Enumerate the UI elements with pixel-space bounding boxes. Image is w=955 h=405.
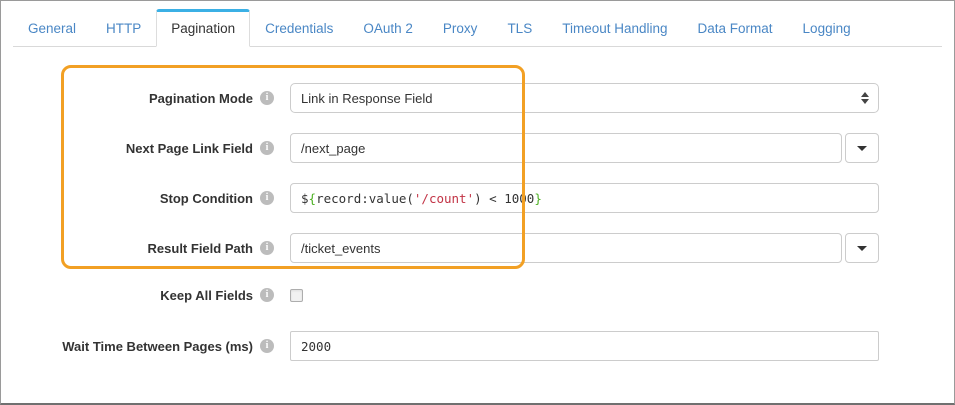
select-spinner-icon [861, 92, 869, 104]
result-field-path-label: Result Field Path [147, 240, 253, 256]
info-icon[interactable]: i [260, 141, 274, 155]
tab-logging[interactable]: Logging [802, 21, 851, 36]
info-icon[interactable]: i [260, 288, 274, 302]
caret-down-icon [857, 145, 867, 151]
next-page-link-field-dropdown-button[interactable] [845, 133, 879, 163]
tab-pagination[interactable]: Pagination [156, 9, 251, 47]
info-icon[interactable]: i [260, 241, 274, 255]
next-page-link-field-row: Next Page Link Field i [21, 133, 879, 163]
info-icon[interactable]: i [260, 91, 274, 105]
info-icon[interactable]: i [260, 339, 274, 353]
pagination-mode-label: Pagination Mode [149, 90, 253, 106]
keep-all-fields-label: Keep All Fields [160, 287, 253, 303]
result-field-path-input[interactable] [290, 233, 842, 263]
pagination-form: Pagination Mode i Link in Response Field… [1, 47, 954, 361]
keep-all-fields-row: Keep All Fields i [21, 287, 879, 303]
result-field-path-dropdown-button[interactable] [845, 233, 879, 263]
wait-time-input[interactable] [290, 331, 879, 361]
next-page-link-field-input[interactable] [290, 133, 842, 163]
stop-condition-input[interactable]: ${record:value('/count') < 1000} [290, 183, 879, 213]
tab-oauth2[interactable]: OAuth 2 [363, 21, 413, 36]
next-page-link-field-label: Next Page Link Field [125, 140, 253, 156]
wait-time-row: Wait Time Between Pages (ms) i [21, 331, 879, 361]
config-tabbar: General HTTP Pagination Credentials OAut… [13, 9, 942, 47]
tab-general[interactable]: General [28, 21, 77, 36]
stop-condition-label: Stop Condition [159, 190, 253, 206]
keep-all-fields-checkbox[interactable] [290, 288, 303, 302]
tab-proxy[interactable]: Proxy [442, 21, 478, 36]
tab-data-format[interactable]: Data Format [697, 21, 773, 36]
pagination-mode-selected-value: Link in Response Field [301, 90, 433, 106]
tab-credentials[interactable]: Credentials [265, 21, 334, 36]
result-field-path-row: Result Field Path i [21, 233, 879, 263]
tab-http[interactable]: HTTP [106, 21, 142, 36]
wait-time-label: Wait Time Between Pages (ms) [62, 338, 253, 354]
tab-timeout-handling[interactable]: Timeout Handling [562, 21, 668, 36]
pagination-mode-select[interactable]: Link in Response Field [290, 83, 879, 113]
caret-down-icon [857, 245, 867, 251]
pagination-mode-row: Pagination Mode i Link in Response Field [21, 83, 879, 113]
stop-condition-row: Stop Condition i ${record:value('/count'… [21, 183, 879, 213]
info-icon[interactable]: i [260, 191, 274, 205]
tab-tls[interactable]: TLS [507, 21, 533, 36]
